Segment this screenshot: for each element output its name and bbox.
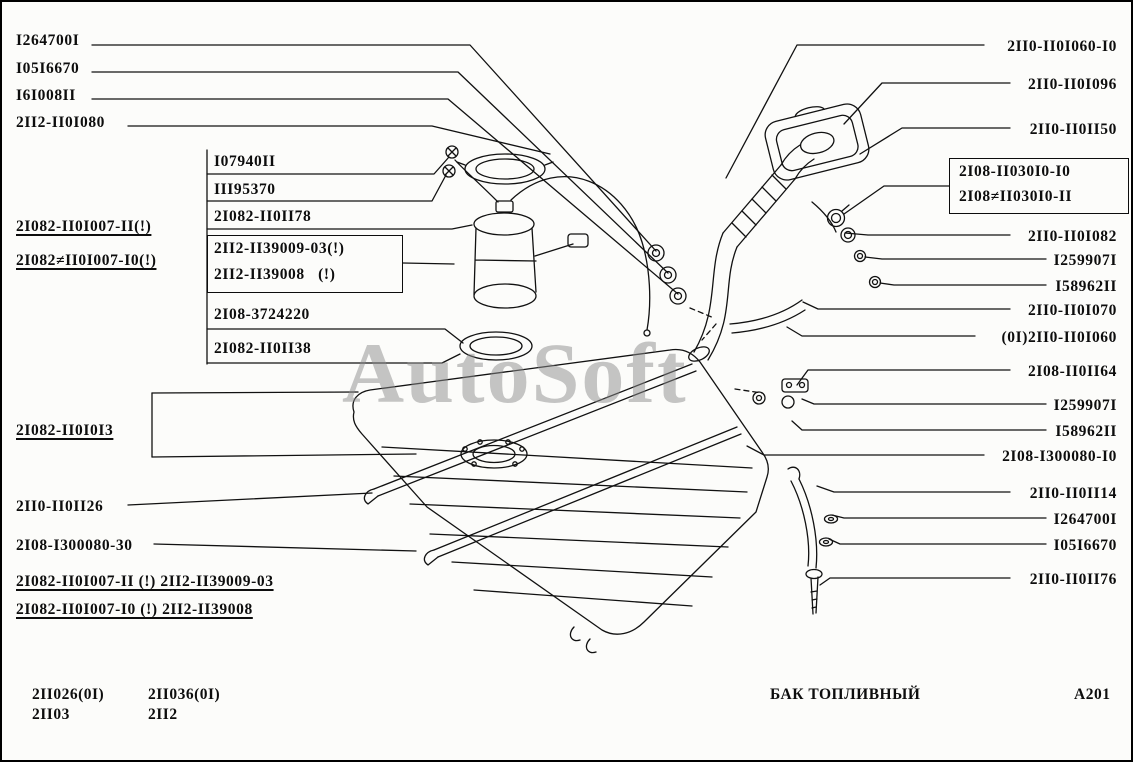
part-number-label: 2I082-II0I007-II (!) 2II2-II39009-03 <box>16 573 274 590</box>
strap-bolt-drawing <box>805 514 839 615</box>
part-number-label: 2II0-II0II50 <box>1029 121 1117 138</box>
hardware-drawing <box>647 204 882 409</box>
center-callout-lines <box>206 149 473 365</box>
part-number-label: 2I082-II0II38 <box>214 340 312 357</box>
part-number-label: I264700I <box>1053 511 1117 528</box>
part-number-label: 2I08≠II030I0-II <box>959 188 1073 205</box>
part-number-label: 2II2-II39009-03(!) <box>214 240 345 257</box>
part-number-label: I264700I <box>16 32 80 49</box>
watermark: AutoSoft <box>342 325 688 421</box>
part-number-label: I05I6670 <box>1053 537 1117 554</box>
callout-box <box>949 158 1129 214</box>
tank-straps-drawing <box>363 363 818 654</box>
part-number-label: I259907I <box>1053 252 1117 269</box>
leader-lines-right <box>725 44 1047 586</box>
part-number-label: 2I08-I300080-I0 <box>1002 448 1117 465</box>
part-number-label: 2I08-II0II64 <box>1027 363 1117 380</box>
part-number-label: I58962II <box>1055 423 1117 440</box>
part-number-label: I07940II <box>214 153 276 170</box>
fuel-pump-drawing <box>442 145 651 361</box>
model-code: 2II036(0I) <box>148 686 221 703</box>
part-number-label: I05I6670 <box>16 60 80 77</box>
filler-neck-drawing <box>693 103 870 361</box>
part-number-label: 2I082-II0II78 <box>214 208 312 225</box>
diagram-title: БАК ТОПЛИВНЫЙ <box>770 686 921 703</box>
part-number-label: 2I082-II0I007-I0 (!) 2II2-II39008 <box>16 601 253 618</box>
part-number-label: 2II2-II0I080 <box>16 114 106 131</box>
fuel-tank-drawing <box>352 346 769 635</box>
part-number-label: 2II0-II0II26 <box>16 498 104 515</box>
part-number-label: 2I08-II030I0-I0 <box>959 163 1071 180</box>
model-code: 2II026(0I) <box>32 686 105 703</box>
part-number-label: 2II2-II39008 (!) <box>214 266 336 283</box>
part-number-label: 2I082-II0I0I3 <box>16 422 114 439</box>
leader-lines-left <box>91 44 679 552</box>
part-number-label: 2II0-II0II76 <box>1029 571 1117 588</box>
part-number-label: 2II0-II0I096 <box>1027 76 1117 93</box>
part-number-label: 2II0-II0II14 <box>1029 485 1117 502</box>
part-number-label: I58962II <box>1055 278 1117 295</box>
model-code: 2II2 <box>148 706 178 723</box>
part-number-label: 2II0-II0I070 <box>1027 302 1117 319</box>
part-number-label: I259907I <box>1053 397 1117 414</box>
part-number-label: 2I082≠II0I007-I0(!) <box>16 252 157 269</box>
part-number-label: 2I082-II0I007-II(!) <box>16 218 152 235</box>
part-number-label: III95370 <box>214 181 276 198</box>
part-number-label: 2II0-II0I060-I0 <box>1007 38 1117 55</box>
part-number-label: (0I)2II0-II0I060 <box>1001 329 1117 346</box>
part-number-label: 2I08-3724220 <box>214 306 310 323</box>
model-code: 2II03 <box>32 706 70 723</box>
part-number-label: 2II0-II0I082 <box>1027 228 1117 245</box>
page-code: A201 <box>1074 686 1111 703</box>
part-number-label: 2I08-I300080-30 <box>16 537 133 554</box>
part-number-label: I6I008II <box>16 87 76 104</box>
callout-box <box>207 235 403 293</box>
